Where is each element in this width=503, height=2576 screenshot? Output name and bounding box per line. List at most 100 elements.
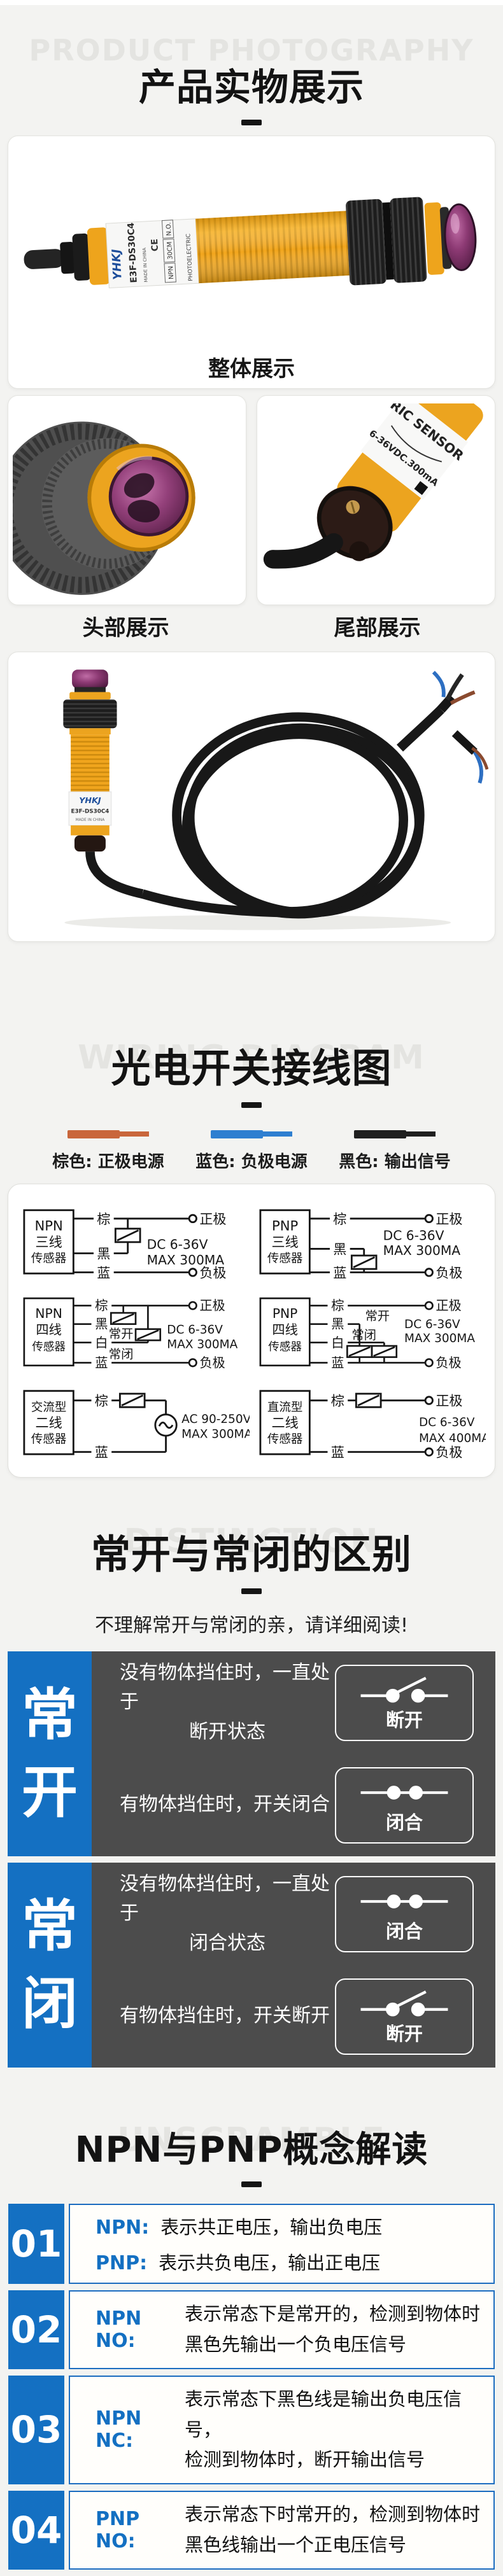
svg-text:二线: 二线 — [36, 1415, 62, 1431]
brown-wire-icon — [67, 1130, 149, 1138]
black-wire-icon — [354, 1130, 436, 1138]
wiring-diagrams-card: NPN 三线 传感器 棕 黑 蓝 正极 负极 DC 6-36V MAX 300M… — [8, 1184, 495, 1478]
svg-text:四线: 四线 — [36, 1322, 61, 1338]
no-row-cell-1: 没有物体挡住时，一直处于断开状态 断开 — [92, 1651, 495, 1754]
brand-text: YHKJ — [110, 249, 125, 281]
svg-text:PNP: PNP — [272, 1217, 299, 1233]
svg-text:棕: 棕 — [331, 1298, 344, 1313]
item-number: 02 — [8, 2290, 64, 2369]
normally-open-row: 常 开 没有物体挡住时，一直处于断开状态 — [8, 1651, 495, 1856]
svg-text:直流型: 直流型 — [267, 1401, 302, 1414]
switch-state-box: 闭合 — [335, 1875, 474, 1952]
origin-text: MADE IN CHINA — [142, 248, 149, 283]
svg-text:蓝: 蓝 — [97, 1264, 110, 1280]
pnp-no-label: PNP NO: — [96, 2508, 140, 2553]
svg-text:传感器: 传感器 — [267, 1252, 302, 1266]
diagram-pnp-3wire: PNP 三线 传感器 棕 黑 蓝 正极 负极 DC 6-36V MAX 300M… — [259, 1209, 463, 1280]
sensor-tail-photo: RIC SENSOR 6-36VDC.300mA — [263, 403, 483, 569]
diagram-ac-2wire: 交流型 二线 传感器 棕 蓝 AC 90-250V MAX 300MA — [23, 1390, 250, 1460]
svg-text:传感器: 传感器 — [268, 1341, 302, 1354]
svg-text:白: 白 — [331, 1335, 344, 1350]
item-number: 04 — [8, 2491, 64, 2570]
no-cell2-text: 有物体挡住时，开关闭合 — [120, 1793, 330, 1816]
svg-text:负极: 负极 — [199, 1355, 225, 1370]
svg-text:MAX 300MA: MAX 300MA — [181, 1428, 250, 1441]
switch-open-icon — [360, 1990, 448, 2016]
svg-text:常开: 常开 — [109, 1327, 134, 1341]
svg-text:棕: 棕 — [95, 1298, 108, 1313]
detail-photos-row: RIC SENSOR 6-36VDC.300mA — [0, 395, 503, 605]
item-text: 表示常态下是常开的，检测到物体时黑色先输出一个负电压信号 — [185, 2303, 481, 2355]
section1-title: 产品实物展示 — [138, 66, 364, 109]
pnp-label: PNP: — [96, 2252, 148, 2274]
item-text: 表示常态下时常开的，检测到物体时黑色线输出一个正电压信号 — [185, 2503, 481, 2556]
npn-nc-label: NPN NC: — [96, 2407, 142, 2453]
wire-color-legend: 棕色: 正极电源 蓝色: 负极电源 黑色: 输出信号 — [45, 1130, 458, 1172]
switch-state-box: 断开 — [335, 1664, 474, 1741]
legend-brown-text: 棕色: 正极电源 — [52, 1152, 164, 1172]
svg-text:正极: 正极 — [436, 1211, 462, 1227]
svg-text:负极: 负极 — [436, 1445, 462, 1460]
svg-text:棕: 棕 — [95, 1393, 108, 1409]
svg-text:传感器: 传感器 — [32, 1341, 66, 1354]
svg-text:白: 白 — [95, 1335, 108, 1350]
brand-text-2: YHKJ — [79, 795, 101, 805]
legend-blue-text: 蓝色: 负极电源 — [195, 1152, 308, 1172]
switch-closed-icon — [360, 1894, 448, 1908]
section2-title: 光电开关接线图 — [111, 1045, 392, 1091]
title-dash — [241, 2181, 262, 2187]
spec-chips: NPN 30CM N.O. — [161, 220, 176, 283]
svg-text:黑: 黑 — [97, 1245, 110, 1261]
svg-text:MAX 300MA: MAX 300MA — [404, 1332, 475, 1345]
section2-watermark: WIRING DIAGRAM — [78, 1039, 425, 1077]
svg-text:30CM: 30CM — [166, 241, 174, 260]
tail-photo-card: RIC SENSOR 6-36VDC.300mA — [257, 395, 495, 605]
svg-text:MAX 400MA: MAX 400MA — [419, 1432, 486, 1445]
diagram-pnp-4wire: PNP 四线 传感器 棕 黑 白 蓝 常开 常闭 正极 负极 DC 6-36V … — [259, 1297, 475, 1370]
npn-pnp-items: 01 NPN:表示共正电压，输出负电压 PNP:表示共负电压，输出正电压 02 … — [8, 2204, 495, 2576]
svg-text:黑: 黑 — [95, 1317, 108, 1332]
normally-open-key: 常 开 — [8, 1651, 92, 1856]
switch-closed-icon — [360, 1785, 448, 1800]
switch-state-box: 闭合 — [335, 1767, 474, 1844]
svg-text:蓝: 蓝 — [331, 1445, 344, 1460]
list-item-02: 02 NPN NO: 表示常态下是常开的，检测到物体时黑色先输出一个负电压信号 — [8, 2290, 495, 2369]
item-number: 01 — [8, 2204, 64, 2284]
svg-text:三线: 三线 — [36, 1234, 62, 1250]
photoelectric-text: PHOTOELECTRIC — [185, 234, 194, 281]
svg-text:四线: 四线 — [272, 1322, 297, 1338]
item-number: 03 — [8, 2375, 64, 2485]
blue-wire-icon — [211, 1130, 292, 1138]
svg-text:二线: 二线 — [272, 1415, 299, 1431]
svg-text:负极: 负极 — [436, 1355, 461, 1370]
svg-text:正极: 正极 — [436, 1298, 461, 1313]
nc-cell1-text: 没有物体挡住时，一直处于闭合状态 — [120, 1872, 330, 1954]
svg-text:MAX 300MA: MAX 300MA — [167, 1338, 237, 1352]
legend-blue: 蓝色: 负极电源 — [188, 1130, 315, 1172]
model-text: E3F-DS30C4 — [126, 222, 139, 283]
switch-state-box: 断开 — [335, 1978, 474, 2055]
nc-row-cell-2: 有物体挡住时，开关断开 断开 — [92, 1965, 495, 2068]
nc-row-cell-1: 没有物体挡住时，一直处于闭合状态 闭合 — [92, 1863, 495, 1965]
legend-black: 黑色: 输出信号 — [331, 1130, 458, 1172]
svg-text:正极: 正极 — [199, 1298, 225, 1313]
legend-brown: 棕色: 正极电源 — [45, 1130, 172, 1172]
svg-text:交流型: 交流型 — [31, 1401, 66, 1414]
no-row-cell-2: 有物体挡住时，开关闭合 闭合 — [92, 1754, 495, 1856]
nc-cell2-text: 有物体挡住时，开关断开 — [120, 2005, 330, 2027]
section4-title: NPN与PNP概念解读 — [74, 2129, 429, 2171]
svg-text:MAX 300MA: MAX 300MA — [383, 1243, 461, 1258]
section1-watermark: PRODUCT PHOTOGRAPHY — [29, 33, 474, 67]
section3-header: DISTINCTION 常开与常闭的区别 不理解常开与常闭的亲，请详细阅读! — [0, 1522, 503, 1637]
list-item-01: 01 NPN:表示共正电压，输出负电压 PNP:表示共负电压，输出正电压 — [8, 2204, 495, 2284]
svg-text:常闭: 常闭 — [109, 1347, 134, 1361]
title-dash — [241, 120, 262, 125]
svg-text:正极: 正极 — [436, 1393, 462, 1409]
sensor-head-photo — [12, 421, 195, 595]
svg-text:蓝: 蓝 — [331, 1355, 344, 1370]
origin-text-2: MADE IN CHINA — [76, 818, 105, 822]
title-dash — [241, 1102, 262, 1108]
item-text: 表示常态下黑色线是输出负电压信号，检测到物体时，断开输出信号 — [185, 2388, 462, 2471]
svg-text:负极: 负极 — [199, 1264, 226, 1280]
